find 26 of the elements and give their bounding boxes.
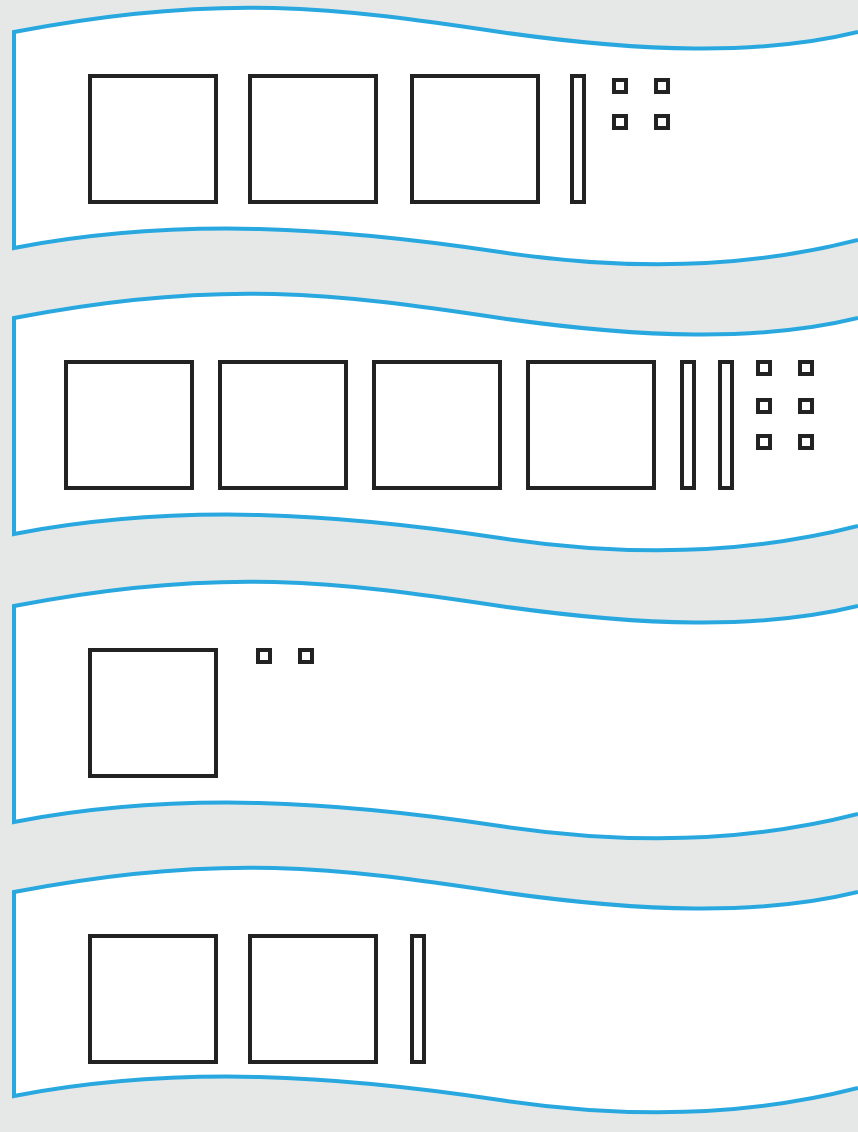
- small-square: [612, 78, 628, 94]
- small-square: [798, 434, 814, 450]
- empty-square: [88, 934, 218, 1064]
- small-square: [256, 648, 272, 664]
- empty-square: [410, 74, 540, 204]
- small-square: [654, 114, 670, 130]
- small-square: [798, 398, 814, 414]
- empty-square: [64, 360, 194, 490]
- small-square: [654, 78, 670, 94]
- vertical-bar: [570, 74, 586, 204]
- empty-square: [526, 360, 656, 490]
- small-square: [756, 398, 772, 414]
- empty-square: [218, 360, 348, 490]
- small-square: [798, 360, 814, 376]
- empty-square: [248, 934, 378, 1064]
- vertical-bar: [410, 934, 426, 1064]
- empty-square: [88, 74, 218, 204]
- empty-square: [248, 74, 378, 204]
- small-square: [756, 360, 772, 376]
- small-square: [298, 648, 314, 664]
- vertical-bar: [680, 360, 696, 490]
- small-square: [612, 114, 628, 130]
- small-square: [756, 434, 772, 450]
- vertical-bar: [718, 360, 734, 490]
- empty-square: [372, 360, 502, 490]
- empty-square: [88, 648, 218, 778]
